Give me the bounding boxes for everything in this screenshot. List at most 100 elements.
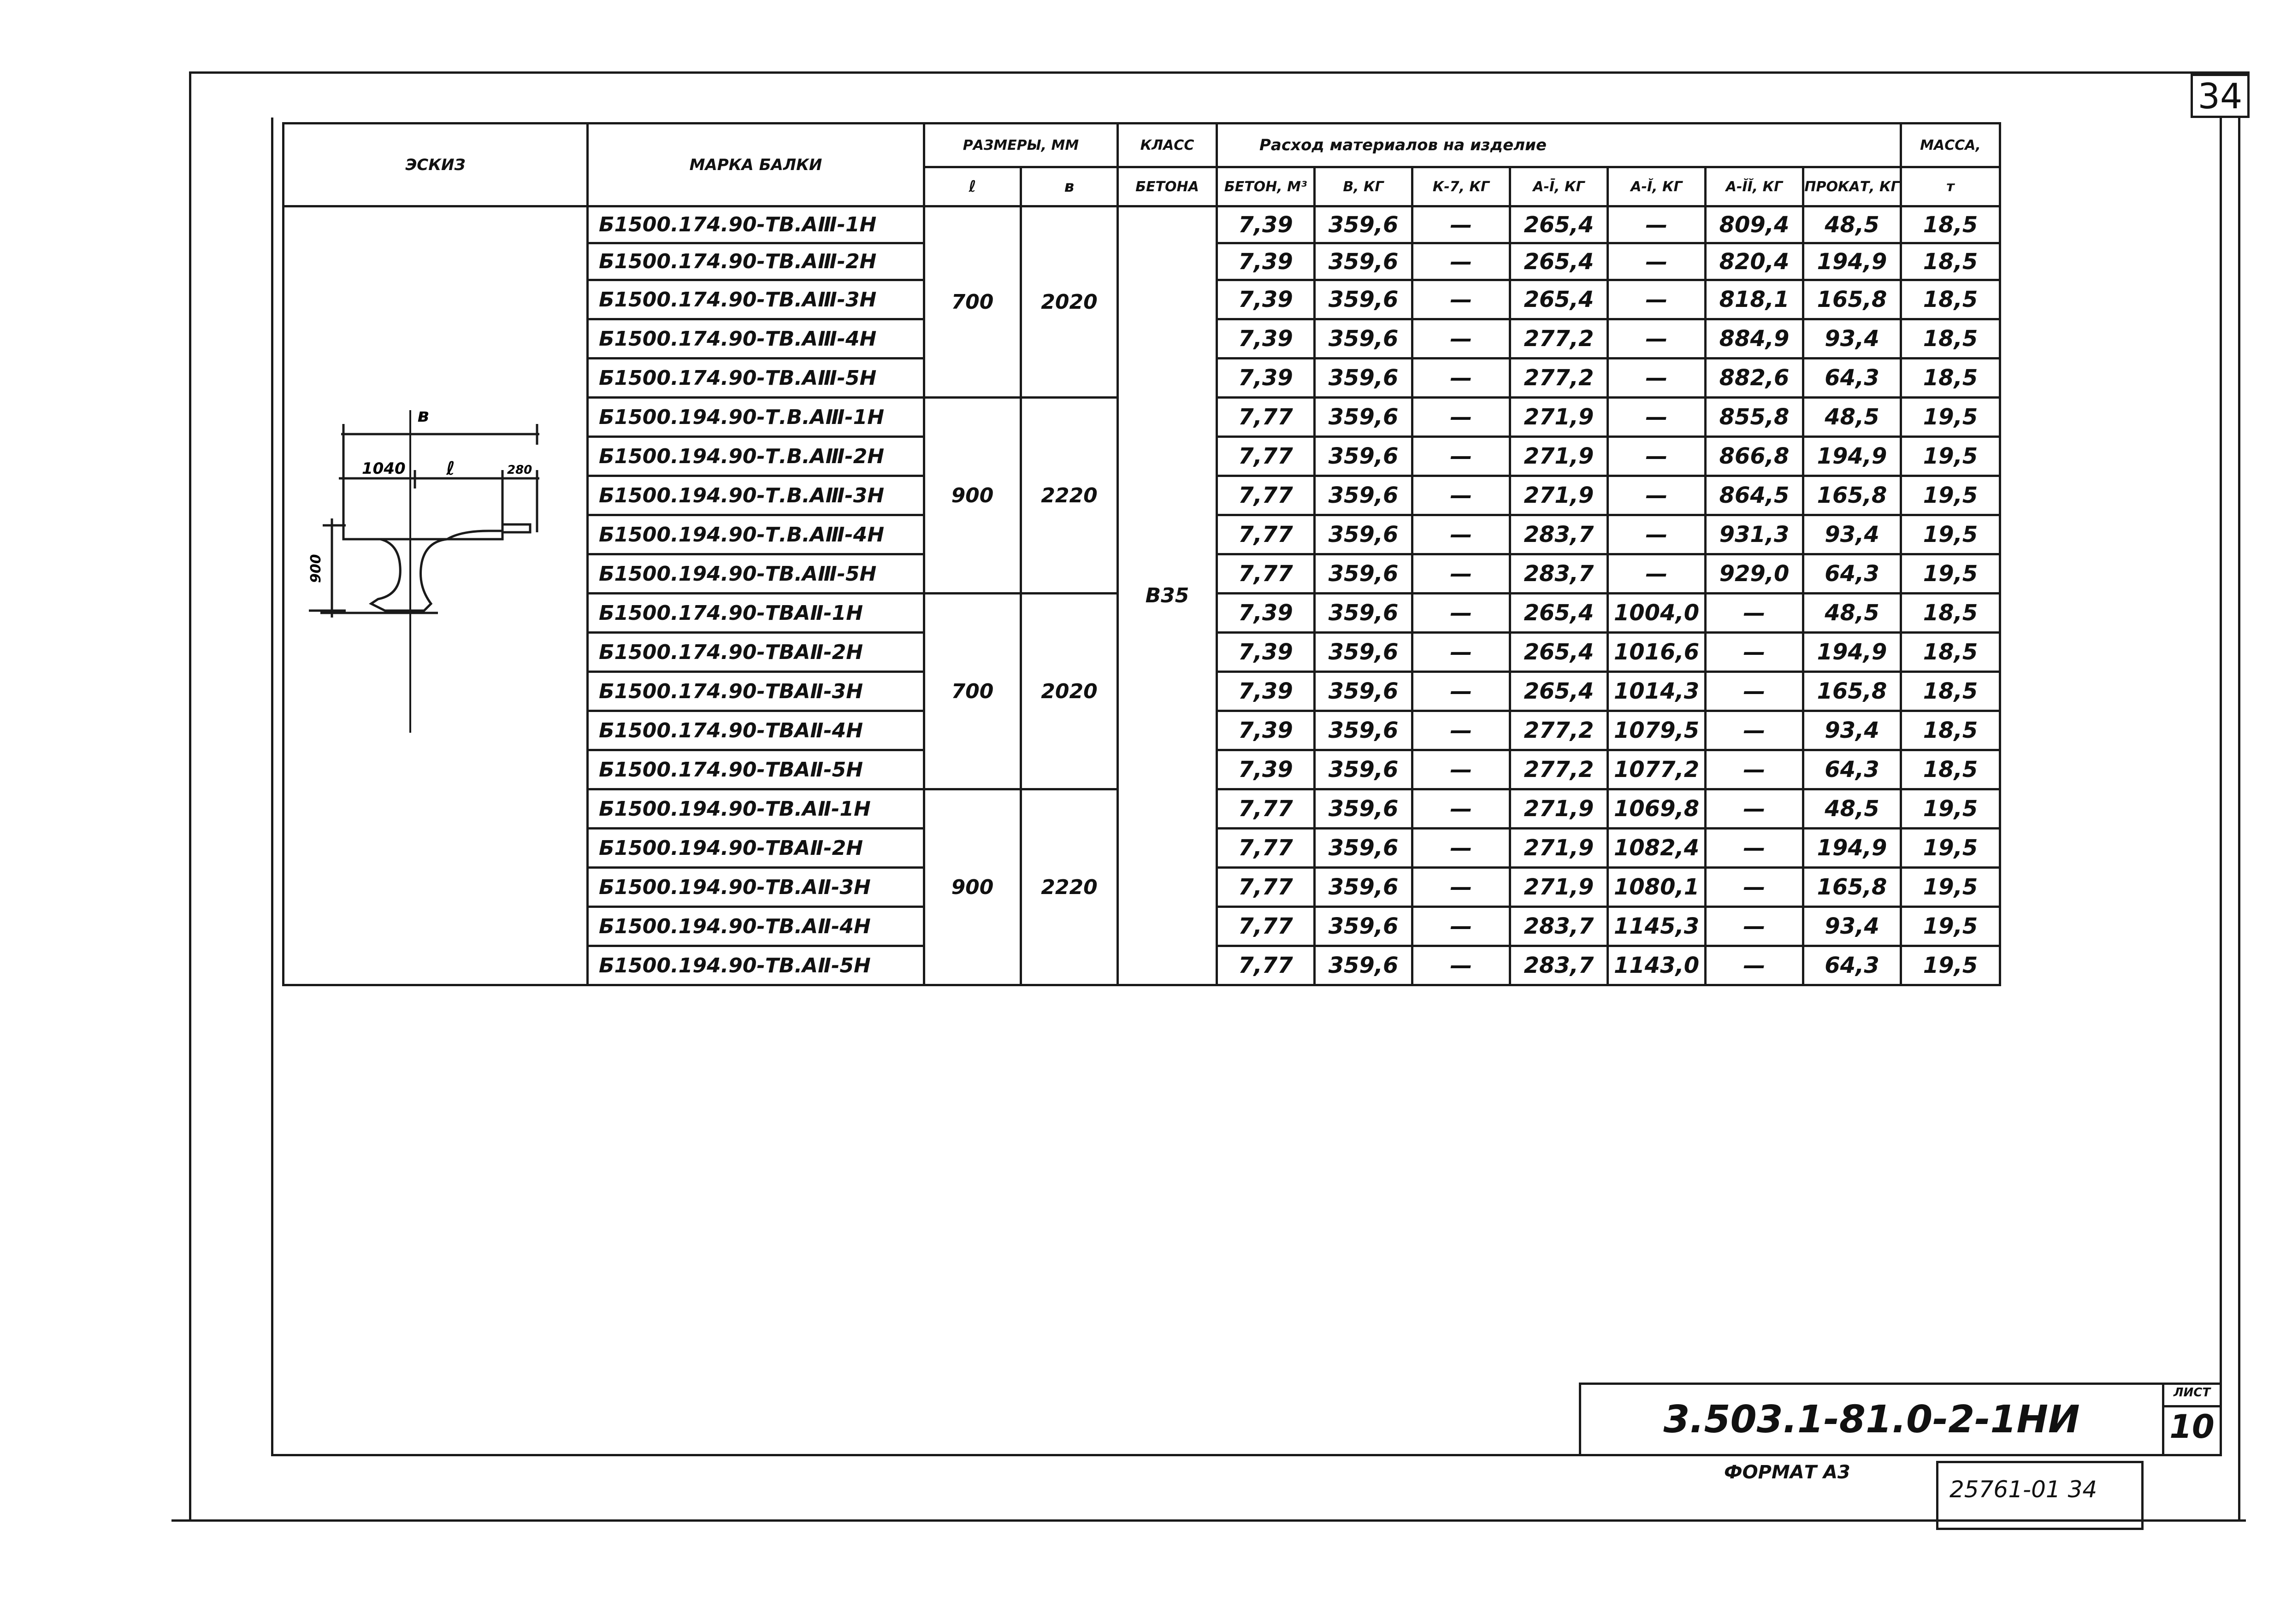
concrete-value: 7,39: [1216, 710, 1316, 751]
frame-right-line: [2238, 118, 2240, 1520]
a2-kg-value: 1004,0: [1607, 592, 1707, 634]
frame-left-line: [189, 71, 191, 1519]
a2-kg-value: 1079,5: [1607, 710, 1707, 751]
rolled-kg-value: 93,4: [1802, 318, 1902, 359]
a3-kg-value: —: [1704, 592, 1804, 634]
a3-kg-value: 931,3: [1704, 514, 1804, 555]
header-mass-1: МАССА,: [1900, 122, 2001, 168]
beam-mark-cell: Б1500.174.90-ТВ.АⅢ-3Н: [586, 279, 925, 320]
mass-value: 18,5: [1900, 749, 2001, 790]
concrete-value: 7,39: [1216, 631, 1316, 673]
a2-kg-value: —: [1607, 475, 1707, 516]
beam-mark-cell: Б1500.194.90-ТВ.АⅢ-5Н: [586, 553, 925, 594]
mass-value: 18,5: [1900, 592, 2001, 634]
a2-kg-value: —: [1607, 396, 1707, 438]
mass-value: 19,5: [1900, 827, 2001, 869]
sheet-number: 34: [2197, 75, 2243, 117]
b-kg-value: 359,6: [1313, 592, 1413, 634]
format-label: ФОРМАТ А3: [1724, 1462, 1850, 1483]
beam-cross-section-sketch: в 1040 ℓ 280 900: [308, 405, 539, 733]
beam-mark-cell: Б1500.174.90-ТВ.АⅢ-4Н: [586, 318, 925, 359]
dim-b-cell: 2020: [1020, 592, 1119, 790]
a1-kg-value: 283,7: [1509, 553, 1609, 594]
mass-value: 18,5: [1900, 205, 2001, 244]
rolled-kg-value: 64,3: [1802, 357, 1902, 399]
concrete-value: 7,77: [1216, 514, 1316, 555]
k7-kg-value: —: [1411, 553, 1511, 594]
k7-kg-value: —: [1411, 205, 1511, 244]
archive-number-box: 25761-01 34: [1936, 1461, 2144, 1530]
header-b-kg: В, КГ: [1313, 166, 1413, 207]
a1-kg-value: 283,7: [1509, 906, 1609, 947]
mass-value: 19,5: [1900, 866, 2001, 908]
b-kg-value: 359,6: [1313, 788, 1413, 830]
a1-kg-value: 283,7: [1509, 514, 1609, 555]
b-kg-value: 359,6: [1313, 357, 1413, 399]
beam-mark-cell: Б1500.174.90-ТВАⅡ-3Н: [586, 671, 925, 712]
concrete-value: 7,77: [1216, 827, 1316, 869]
concrete-value: 7,39: [1216, 357, 1316, 399]
a2-kg-value: —: [1607, 435, 1707, 477]
a1-kg-value: 271,9: [1509, 827, 1609, 869]
rolled-kg-value: 93,4: [1802, 906, 1902, 947]
sheet-value: 10: [2169, 1408, 2215, 1446]
a2-kg-value: 1069,8: [1607, 788, 1707, 830]
concrete-value: 7,39: [1216, 242, 1316, 281]
k7-kg-value: —: [1411, 514, 1511, 555]
beam-mark-cell: Б1500.194.90-Т.В.АⅢ-2Н: [586, 435, 925, 477]
a1-kg-value: 271,9: [1509, 396, 1609, 438]
beam-mark-cell: Б1500.174.90-ТВАⅡ-5Н: [586, 749, 925, 790]
a3-kg-value: 809,4: [1704, 205, 1804, 244]
b-kg-value: 359,6: [1313, 242, 1413, 281]
sketch-dim-b: в: [417, 405, 429, 426]
a2-kg-value: 1014,3: [1607, 671, 1707, 712]
a1-kg-value: 277,2: [1509, 749, 1609, 790]
beam-mark-cell: Б1500.194.90-ТВ.АⅡ-3Н: [586, 866, 925, 908]
concrete-value: 7,39: [1216, 592, 1316, 634]
a1-kg-value: 265,4: [1509, 205, 1609, 244]
b-kg-value: 359,6: [1313, 553, 1413, 594]
a3-kg-value: —: [1704, 827, 1804, 869]
beam-mark-cell: Б1500.194.90-ТВАⅡ-2Н: [586, 827, 925, 869]
concrete-value: 7,39: [1216, 671, 1316, 712]
a2-kg-value: 1077,2: [1607, 749, 1707, 790]
concrete-value: 7,77: [1216, 788, 1316, 830]
b-kg-value: 359,6: [1313, 906, 1413, 947]
a3-kg-value: —: [1704, 866, 1804, 908]
beam-mark-cell: Б1500.174.90-ТВАⅡ-4Н: [586, 710, 925, 751]
sheet-label: ЛИСТ: [2164, 1386, 2220, 1407]
a1-kg-value: 277,2: [1509, 710, 1609, 751]
archive-number: 25761-01 34: [1949, 1476, 2097, 1503]
b-kg-value: 359,6: [1313, 631, 1413, 673]
beam-mark-cell: Б1500.194.90-ТВ.АⅡ-1Н: [586, 788, 925, 830]
header-rolled-kg: ПРОКАТ, КГ: [1802, 166, 1902, 207]
k7-kg-value: —: [1411, 945, 1511, 986]
concrete-value: 7,39: [1216, 749, 1316, 790]
k7-kg-value: —: [1411, 827, 1511, 869]
a3-kg-value: 882,6: [1704, 357, 1804, 399]
mass-value: 18,5: [1900, 357, 2001, 399]
b-kg-value: 359,6: [1313, 514, 1413, 555]
rolled-kg-value: 48,5: [1802, 788, 1902, 830]
a2-kg-value: —: [1607, 279, 1707, 320]
dim-l-cell: 900: [923, 788, 1022, 986]
header-dim-l: ℓ: [923, 166, 1022, 207]
beam-mark-cell: Б1500.194.90-Т.В.АⅢ-4Н: [586, 514, 925, 555]
a3-kg-value: —: [1704, 710, 1804, 751]
rolled-kg-value: 64,3: [1802, 749, 1902, 790]
inner-left-line: [271, 118, 273, 1456]
a3-kg-value: —: [1704, 906, 1804, 947]
a1-kg-value: 265,4: [1509, 242, 1609, 281]
a1-kg-value: 283,7: [1509, 945, 1609, 986]
a2-kg-value: 1016,6: [1607, 631, 1707, 673]
rolled-kg-value: 48,5: [1802, 205, 1902, 244]
concrete-value: 7,77: [1216, 475, 1316, 516]
header-mass-2: т: [1900, 166, 2001, 207]
